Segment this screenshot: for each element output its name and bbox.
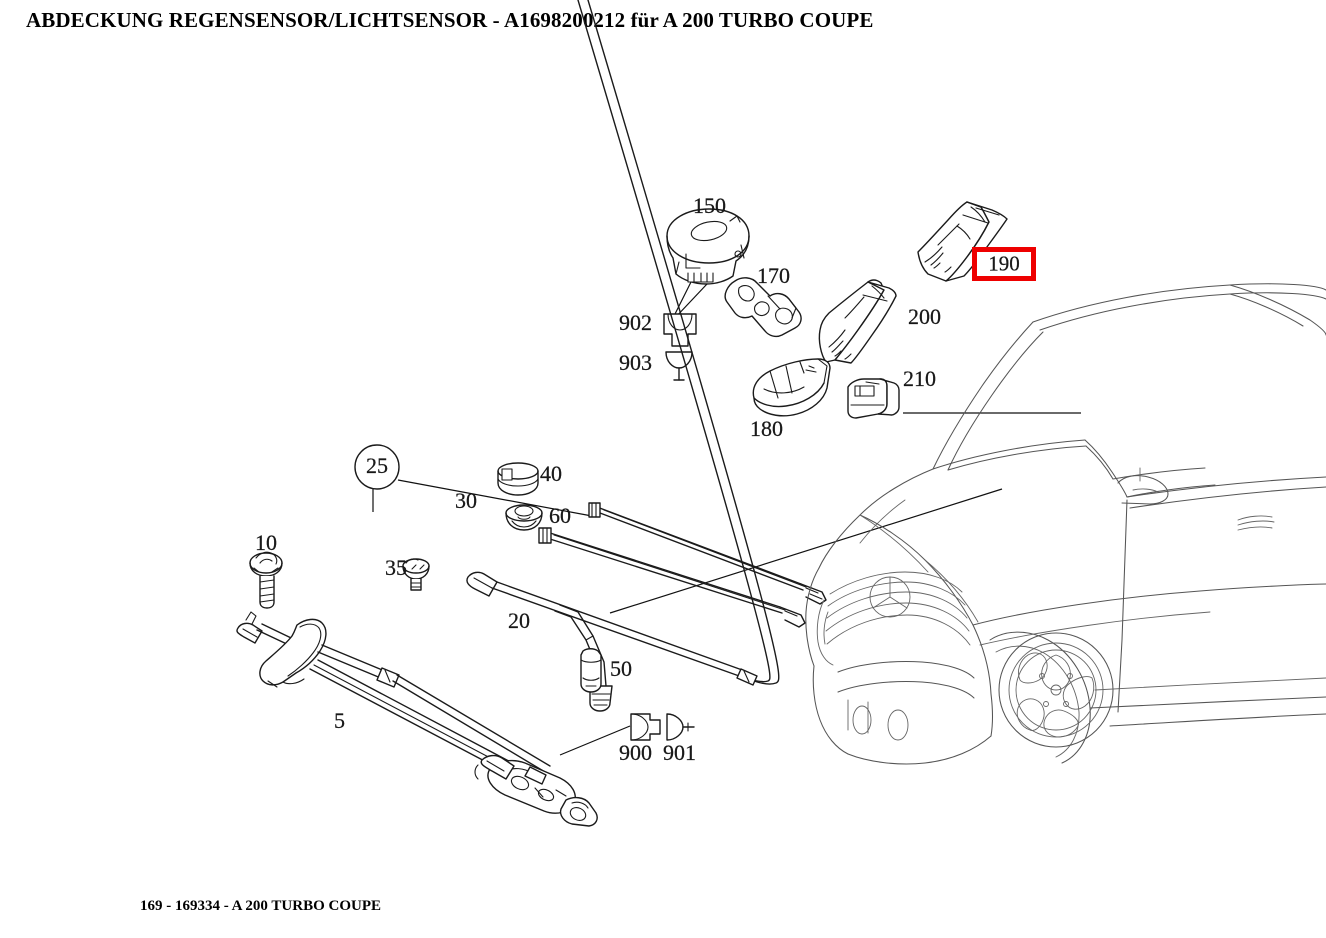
- callout-label-900: 900: [619, 740, 652, 765]
- part-60-grommet: [505, 504, 543, 531]
- part-900-connector: [630, 713, 661, 741]
- callout-label-170: 170: [757, 263, 790, 288]
- callout-label-35: 35: [385, 555, 407, 580]
- callout-label-50: 50: [610, 656, 632, 681]
- page-title: ABDECKUNG REGENSENSOR/LICHTSENSOR - A169…: [26, 8, 874, 32]
- callout-label-150: 150: [693, 193, 726, 218]
- page-footer: 169 - 169334 - A 200 TURBO COUPE: [140, 898, 381, 914]
- callout-label-180: 180: [750, 416, 783, 441]
- part-210-cover: [847, 378, 900, 419]
- callout-label-901: 901: [663, 740, 696, 765]
- callout-label-902: 902: [619, 310, 652, 335]
- callout-label-5: 5: [334, 708, 345, 733]
- highlighted-callout-190[interactable]: 190: [972, 247, 1036, 281]
- part-30-wiper-blade-secondary: [538, 527, 806, 628]
- part-180-cover: [752, 358, 831, 417]
- part-170-bracket: [724, 277, 802, 338]
- part-200-cowl-cover: [818, 279, 897, 364]
- part-902-connector: [663, 313, 697, 347]
- part-10-bolt: [249, 551, 283, 609]
- part-5-wiper-linkage: [236, 611, 598, 827]
- callout-label-25: 25: [366, 453, 388, 478]
- part-50-cap: [580, 648, 602, 693]
- callout-label-40: 40: [540, 461, 562, 486]
- part-901-connector: [666, 713, 695, 741]
- vehicle-outline: [805, 283, 1326, 765]
- callout-label-200: 200: [908, 304, 941, 329]
- callout-label-20: 20: [508, 608, 530, 633]
- callout-label-60: 60: [549, 503, 571, 528]
- callout-label-903: 903: [619, 350, 652, 375]
- callout-label-210: 210: [903, 366, 936, 391]
- part-150-rain-sensor: [666, 208, 750, 321]
- leader-lines: [372, 267, 1081, 756]
- part-20-wiper-arm-lower: [554, 604, 613, 712]
- part-190-cowl-cover: [917, 201, 1008, 282]
- part-30-wiper-blade: [501, 468, 827, 605]
- callout-label-10: 10: [255, 530, 277, 555]
- callout-label-190: 190: [988, 251, 1020, 276]
- part-25-callout-circle: [354, 444, 400, 490]
- part-35-clip: [402, 558, 430, 591]
- part-20-wiper-arm: [466, 0, 780, 685]
- callout-label-30: 30: [455, 488, 477, 513]
- part-20-joint: [736, 668, 758, 686]
